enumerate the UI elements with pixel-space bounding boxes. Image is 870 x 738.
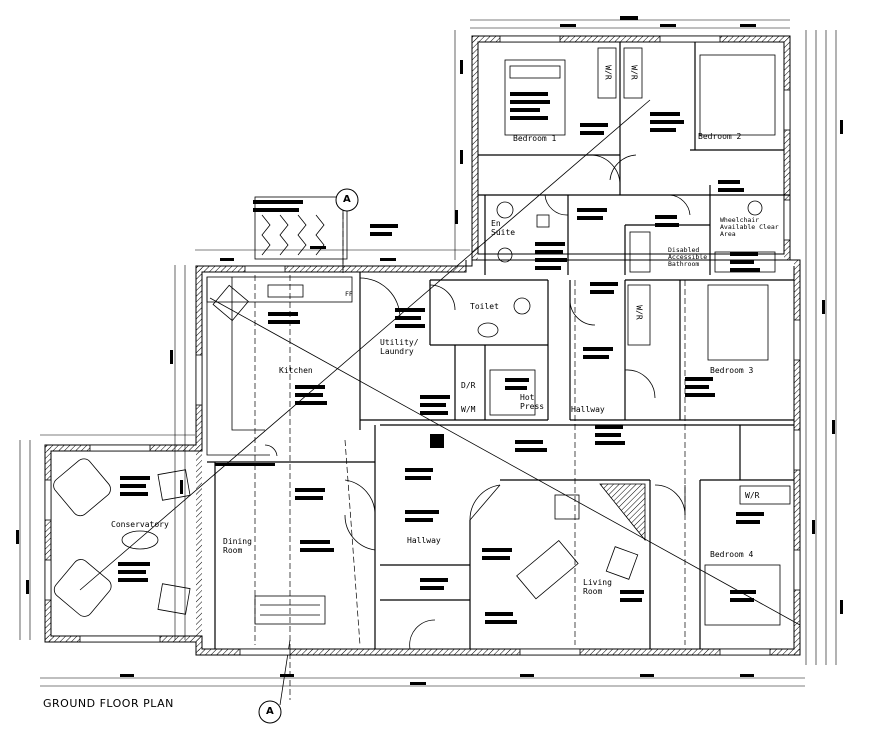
label-bedroom-4: Bedroom 4 bbox=[710, 550, 754, 559]
annotation-bars bbox=[118, 92, 764, 624]
label-en-suite: En Suite bbox=[491, 219, 516, 237]
label-hot-press: Hot Press bbox=[520, 393, 545, 411]
label-wardrobe-3: W/R bbox=[634, 305, 644, 320]
stair-hatch bbox=[599, 483, 646, 542]
section-marker-bottom: A bbox=[266, 706, 274, 717]
label-living-room: Living Room bbox=[583, 578, 612, 596]
label-bedroom-2: Bedroom 2 bbox=[698, 132, 742, 141]
dimension-ticks bbox=[16, 16, 843, 685]
drawing-title: GROUND FLOOR PLAN bbox=[43, 697, 174, 710]
label-kitchen: Kitchen bbox=[279, 366, 313, 375]
section-marker-circles bbox=[258, 188, 359, 724]
label-wheelchair-area: Wheelchair Available Clear Area bbox=[720, 216, 779, 238]
label-disabled-bathroom: Disabled Accessible Bathroom bbox=[668, 246, 708, 268]
label-dining-room: Dining Room bbox=[223, 537, 252, 555]
door-swings bbox=[264, 154, 691, 650]
dimension-lines bbox=[19, 19, 837, 687]
label-utility-laundry: Utility/ Laundry bbox=[380, 338, 419, 356]
label-wardrobe-4: W/R bbox=[745, 491, 760, 500]
label-bedroom-3: Bedroom 3 bbox=[710, 366, 754, 375]
windows bbox=[44, 35, 801, 656]
label-hallway-upper: Hallway bbox=[571, 405, 605, 414]
label-wardrobe-2: W/R bbox=[629, 65, 639, 80]
label-hallway-lower: Hallway bbox=[407, 536, 441, 545]
label-conservatory: Conservatory bbox=[111, 520, 169, 529]
label-wardrobe-1: W/R bbox=[603, 65, 613, 80]
label-dr: D/R bbox=[461, 381, 476, 390]
label-bedroom-1: Bedroom 1 bbox=[513, 134, 557, 143]
section-marker-top: A bbox=[343, 194, 351, 205]
label-toilet: Toilet bbox=[470, 302, 499, 311]
fixtures bbox=[53, 47, 791, 626]
label-ff: FF bbox=[345, 290, 353, 298]
label-wm: W/M bbox=[461, 405, 476, 414]
section-line bbox=[79, 99, 801, 706]
